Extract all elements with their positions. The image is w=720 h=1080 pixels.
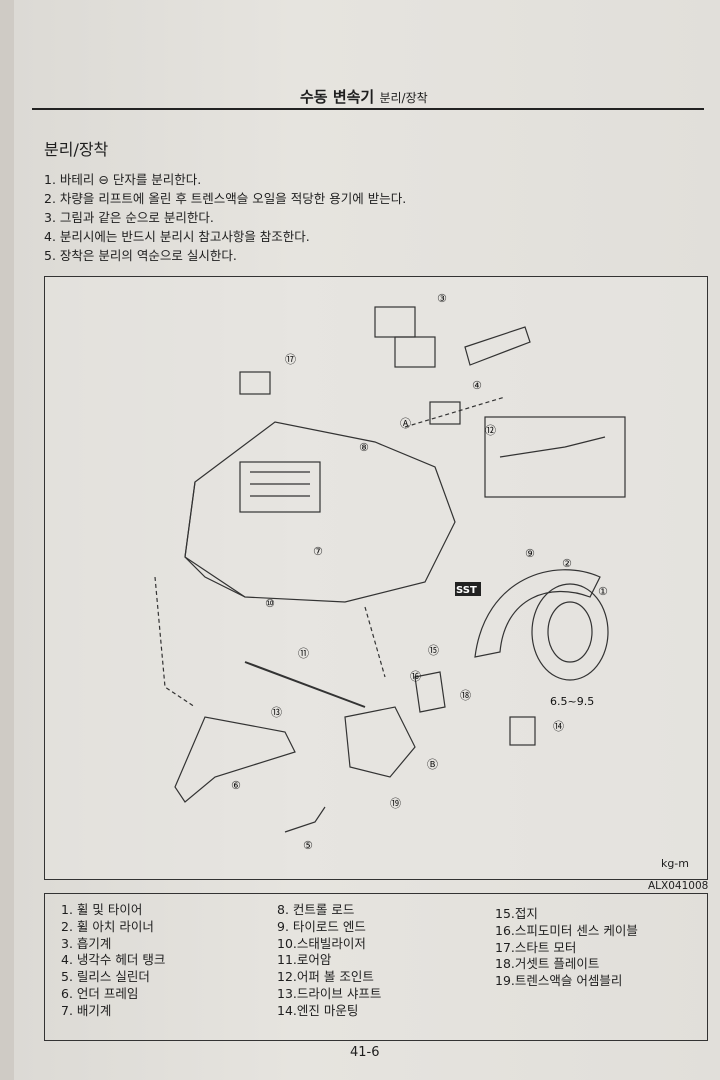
legend-item: 17.스타트 모터 <box>495 939 577 955</box>
under-frame <box>174 716 296 803</box>
callout-b: Ⓑ <box>427 758 438 771</box>
parts-legend: 1. 휠 및 타이어 2. 휠 아치 라이너 3. 흡기계 4. 냉각수 헤더 … <box>44 893 708 1041</box>
legend-column-3: 15.접지 16.스피도미터 센스 케이블 17.스타트 모터 18.거셋트 플… <box>495 906 638 990</box>
legend-item: 12.어퍼 볼 조인트 <box>277 969 374 985</box>
legend-item: 18.거셋트 플레이트 <box>495 956 600 972</box>
engine-block <box>239 461 321 513</box>
legend-column-1: 1. 휠 및 타이어 2. 휠 아치 라이너 3. 흡기계 4. 냉각수 헤더 … <box>61 902 165 1020</box>
legend-item: 13.드라이브 샤프트 <box>277 985 382 1001</box>
callout-11: ⑪ <box>298 647 309 660</box>
front-bumper-outline <box>184 481 246 598</box>
callout-18: ⑱ <box>460 689 471 702</box>
callout-5: ⑤ <box>303 839 313 852</box>
legend-item: 7. 배기계 <box>61 1002 112 1018</box>
callout-a: Ⓐ <box>400 417 411 430</box>
coolant-header-tank <box>429 401 461 425</box>
gusset-plate <box>414 671 446 713</box>
ball-joint-detail-box <box>484 416 626 498</box>
wheel-rim <box>547 601 593 663</box>
torque-label: 6.5~9.5 <box>550 695 594 708</box>
procedure-steps: 1. 바테리 ⊖ 단자를 분리한다. 2. 차량을 리프트에 올린 후 트렌스액… <box>44 170 406 265</box>
header-rule <box>32 108 704 110</box>
callout-16: ⑯ <box>410 670 421 683</box>
callout-15: ⑮ <box>428 644 439 657</box>
engine-mounting <box>509 716 536 746</box>
callout-13: ⑬ <box>271 706 282 719</box>
header-title: 수동 변속기 <box>300 88 375 106</box>
sst-label: SST <box>456 585 477 596</box>
wheel-tire <box>531 583 609 681</box>
legend-item: 9. 타이로드 엔드 <box>277 918 366 934</box>
legend-item: 4. 냉각수 헤더 탱크 <box>61 952 166 968</box>
callout-14: ⑭ <box>553 720 564 733</box>
step-4: 4. 분리시에는 반드시 분리시 참고사항을 참조한다. <box>44 229 310 244</box>
ball-joint-detail <box>499 436 606 458</box>
legend-item: 8. 컨트롤 로드 <box>277 902 355 917</box>
page-number: 41-6 <box>350 1045 380 1060</box>
callout-2: ② <box>562 557 572 570</box>
transaxle-assembly <box>344 706 416 778</box>
callout-1: ① <box>598 585 608 598</box>
exploded-view-diagram: SST 6.5~9.5 ① ② ③ ④ ⑤ ⑥ ⑦ ⑧ ⑨ ⑩ ⑪ ⑫ ⑬ ⑭ … <box>44 276 708 880</box>
callout-8: ⑧ <box>359 441 369 454</box>
legend-item: 19.트렌스액슬 어셈블리 <box>495 973 623 989</box>
air-cleaner-cover <box>394 336 436 368</box>
callout-10: ⑩ <box>265 597 275 610</box>
legend-item: 5. 릴리스 실린더 <box>61 969 150 985</box>
legend-item: 16.스피도미터 센스 케이블 <box>495 922 638 938</box>
wheel-arch-liner <box>474 569 601 658</box>
legend-item: 14.엔진 마운팅 <box>277 1002 359 1018</box>
legend-item: 6. 언더 프레임 <box>61 985 139 1001</box>
release-cylinder <box>284 806 326 833</box>
callout-4: ④ <box>472 379 482 392</box>
legend-item: 11.로어암 <box>277 952 332 968</box>
legend-column-2: 8. 컨트롤 로드 9. 타이로드 엔드 10.스태빌라이저 11.로어암 12… <box>277 902 381 1020</box>
callout-17: ⑰ <box>285 353 296 366</box>
callout-6: ⑥ <box>231 779 241 792</box>
sst-tag-bg <box>455 582 481 596</box>
callout-12: ⑫ <box>485 424 496 437</box>
step-1: 1. 바테리 ⊖ 단자를 분리한다. <box>44 172 202 187</box>
air-intake-duct <box>464 326 531 366</box>
unit-label: kg-m <box>660 857 689 870</box>
car-body-outline <box>184 421 456 603</box>
drive-shaft <box>244 661 366 708</box>
callout-7: ⑦ <box>313 545 323 558</box>
figure-code: ALX041008 <box>648 880 709 892</box>
section-title: 분리/장착 <box>44 140 109 159</box>
callout-9: ⑨ <box>525 547 535 560</box>
legend-item: 2. 휠 아치 라이너 <box>61 918 154 934</box>
legend-item: 10.스태빌라이저 <box>277 935 366 951</box>
step-3: 3. 그림과 같은 순으로 분리한다. <box>44 210 214 225</box>
legend-item: 15.접지 <box>495 906 538 921</box>
header-subtitle: 분리/장착 <box>379 91 428 105</box>
diagram-drawing: SST 6.5~9.5 ① ② ③ ④ ⑤ ⑥ ⑦ ⑧ ⑨ ⑩ ⑪ ⑫ ⑬ ⑭ … <box>154 292 626 852</box>
legend-item: 1. 휠 및 타이어 <box>61 902 143 917</box>
step-2: 2. 차량을 리프트에 올린 후 트렌스액슬 오일을 적당한 용기에 받는다. <box>44 191 407 206</box>
legend-item: 3. 흡기계 <box>61 935 112 951</box>
page-header: 수동 변속기 분리/장착 <box>300 86 428 107</box>
routing-dashes <box>154 396 506 708</box>
air-cleaner-box <box>374 306 416 338</box>
callout-19: ⑲ <box>390 797 401 810</box>
starter-motor <box>239 371 271 395</box>
engine-detail <box>250 471 310 497</box>
callout-3: ③ <box>437 292 447 305</box>
step-5: 5. 장착은 분리의 역순으로 실시한다. <box>44 248 237 263</box>
